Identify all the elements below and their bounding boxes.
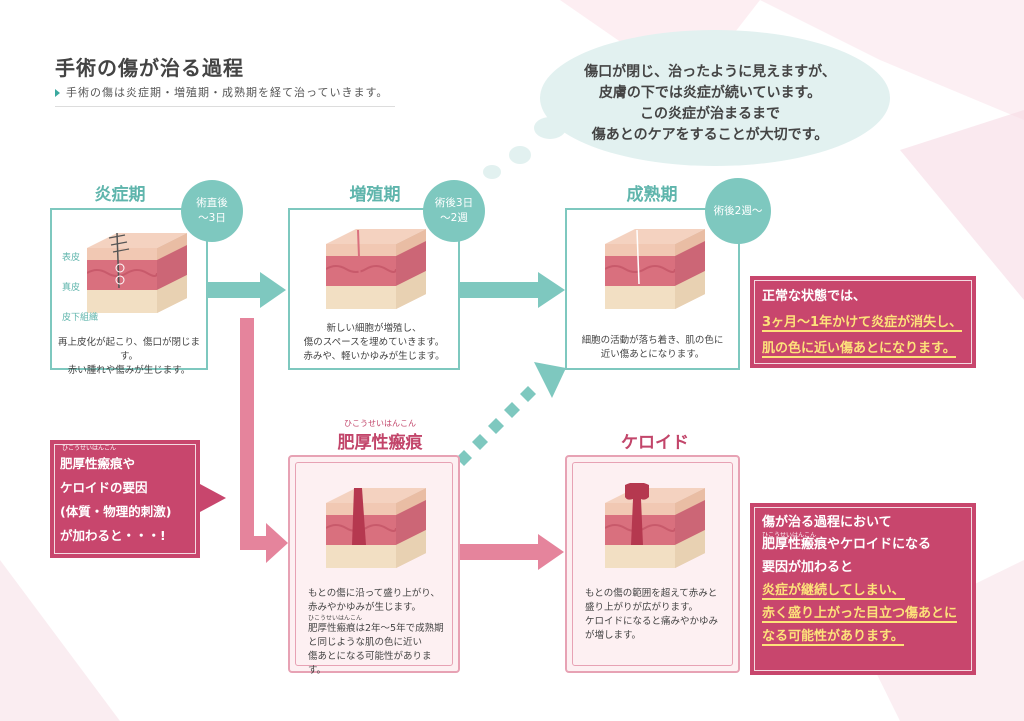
abnormal-callout: 傷が治る過程において ひこうせいはんこん 肥厚性瘢痕やケロイドになる 要因が加わ… xyxy=(750,503,976,675)
description-line: 再上皮化が起こり、傷口が閉じます。 xyxy=(57,337,201,362)
callout-ruby: ひこうせいはんこん xyxy=(762,532,817,539)
subtitle-text: 手術の傷は炎症期・増殖期・成熟期を経て治っていきます。 xyxy=(66,86,389,99)
badge-line: 術後2週〜 xyxy=(713,204,763,217)
description-line: 傷のスペースを埋めていきます。 xyxy=(303,337,445,348)
thought-bubble-shape xyxy=(483,30,890,179)
page-subtitle: 手術の傷は炎症期・増殖期・成熟期を経て治っていきます。 xyxy=(55,84,395,107)
highlight-text: 肌の色に近い傷あとになります。 xyxy=(762,341,956,358)
callout-line: (体質・物理的刺激) xyxy=(60,504,172,519)
description-line: もとの傷の範囲を超えて赤みと xyxy=(585,588,718,599)
stage-title-keloid: ケロイド xyxy=(621,433,689,453)
stage-description: 再上皮化が起こり、傷口が閉じます。 赤い腫れや傷みが生じます。 xyxy=(52,336,206,378)
bubble-line: 傷口が閉じ、治ったように見えますが、 xyxy=(584,64,836,80)
badge-line: 〜3日 xyxy=(198,212,226,224)
stage-title-maturation: 成熟期 xyxy=(626,185,678,205)
badge-line: 術後3日 xyxy=(434,197,474,209)
description-line: ケロイドになると痛みやかゆみ xyxy=(585,616,719,627)
description-line: 肥厚性瘢痕は2年〜5年で成熟期 xyxy=(308,623,444,634)
stage-box-maturation: 細胞の活動が落ち着き、肌の色に 近い傷あとになります。 xyxy=(565,208,740,370)
description-line: が増します。 xyxy=(585,630,642,641)
skin-illustration-matured xyxy=(605,224,705,314)
cause-callout: ひこうせいはんこん 肥厚性瘢痕や ケロイドの要因 (体質・物理的刺激) が加わる… xyxy=(50,440,200,558)
stage-box-keloid: もとの傷の範囲を超えて赤みと 盛り上がりが広がります。 ケロイドになると痛みやか… xyxy=(565,455,740,673)
skin-illustration-keloid xyxy=(605,483,705,573)
thought-bubble-text: 傷口が閉じ、治ったように見えますが、 皮膚の下では炎症が続いています。 この炎症… xyxy=(560,62,860,146)
highlight-text: なる可能性があります。 xyxy=(762,629,904,646)
highlight-text: 3ヶ月〜1年かけて炎症が消失し、 xyxy=(762,315,963,332)
bubble-line: この炎症が治まるまで xyxy=(640,106,780,122)
callout-line: 肥厚性瘢痕や xyxy=(60,456,136,471)
callout-inner-border xyxy=(754,280,972,364)
normal-callout: 正常な状態では、 3ヶ月〜1年かけて炎症が消失し、 肌の色に近い傷あとになります… xyxy=(750,276,976,368)
stage-description: もとの傷に沿って盛り上がり、 赤みやかゆみが生じます。 ひこうせいはんこん 肥厚… xyxy=(308,587,448,678)
stage-description: 新しい細胞が増殖し、 傷のスペースを埋めていきます。 赤みや、軽いかゆみが生じま… xyxy=(290,322,458,364)
stage-box-hypertrophic: もとの傷に沿って盛り上がり、 赤みやかゆみが生じます。 ひこうせいはんこん 肥厚… xyxy=(288,455,460,676)
description-ruby: ひこうせいはんこん xyxy=(308,615,363,622)
bubble-line: 傷あとのケアをすることが大切です。 xyxy=(591,127,829,143)
callout-line: 要因が加わると xyxy=(762,560,854,575)
callout-line: 正常な状態では、 xyxy=(762,289,867,304)
arrow-dashed-recovery xyxy=(456,362,566,466)
stage-title-hypertrophic: 肥厚性瘢痕 xyxy=(337,433,423,453)
description-line: もとの傷に沿って盛り上がり、 xyxy=(308,588,440,599)
description-line: 傷あとになる可能性があります。 xyxy=(308,651,432,676)
layer-label-dermis: 真皮 xyxy=(62,283,81,293)
arrow-pink-branch xyxy=(240,318,288,563)
callout-line: 肥厚性瘢痕やケロイドになる xyxy=(762,537,932,552)
badge-maturation-timing: 術後2週〜 xyxy=(705,178,771,244)
description-line: 赤みやかゆみが生じます。 xyxy=(308,602,422,613)
description-line: 盛り上がりが広がります。 xyxy=(585,602,699,613)
description-line: 細胞の活動が落ち着き、肌の色に xyxy=(581,335,724,346)
callout-line: ケロイドの要因 xyxy=(60,480,148,495)
cause-callout-pointer xyxy=(200,484,226,512)
bubble-line: 皮膚の下では炎症が続いています。 xyxy=(598,85,822,101)
callout-line: 傷が治る過程において xyxy=(762,515,892,530)
stage-ruby-hypertrophic: ひこうせいはんこん xyxy=(344,419,416,428)
highlight-text: 赤く盛り上がった目立つ傷あとに xyxy=(762,606,958,623)
stage-box-inflammatory: 表皮 真皮 皮下組織 再上皮化が起こり、傷口が閉じます。 赤い腫れや傷みが生じま… xyxy=(50,208,208,376)
stage-box-proliferative: 新しい細胞が増殖し、 傷のスペースを埋めていきます。 赤みや、軽いかゆみが生じま… xyxy=(288,208,460,370)
highlight-text: 炎症が継続してしまい、 xyxy=(762,583,905,600)
stage-description: もとの傷の範囲を超えて赤みと 盛り上がりが広がります。 ケロイドになると痛みやか… xyxy=(585,587,730,643)
arrow-teal-2 xyxy=(460,272,565,308)
layer-label-subcutaneous: 皮下組織 xyxy=(62,313,99,323)
triangle-bullet-icon xyxy=(55,89,60,97)
arrow-pink-2 xyxy=(458,534,564,570)
stage-title-proliferative: 増殖期 xyxy=(349,185,401,205)
callout-inner-border xyxy=(754,507,972,671)
stage-title-inflammatory: 炎症期 xyxy=(94,185,146,205)
description-line: と同じような肌の色に近い xyxy=(308,637,423,648)
description-line: 赤い腫れや傷みが生じます。 xyxy=(67,365,191,376)
page-title: 手術の傷が治る過程 xyxy=(55,56,244,80)
callout-inner-border xyxy=(54,444,196,554)
arrow-teal-1 xyxy=(208,272,286,308)
skin-illustration-hypertrophic-scar xyxy=(326,483,426,573)
badge-line: 〜2週 xyxy=(440,212,468,224)
badge-proliferative-timing: 術後3日〜2週 xyxy=(423,180,485,242)
badge-inflammatory-timing: 術直後〜3日 xyxy=(181,180,243,242)
description-line: 赤みや、軽いかゆみが生じます。 xyxy=(303,351,445,362)
layer-label-epidermis: 表皮 xyxy=(62,253,81,263)
badge-line: 術直後 xyxy=(196,197,228,209)
description-line: 新しい細胞が増殖し、 xyxy=(326,323,422,334)
description-line: 近い傷あとになります。 xyxy=(600,349,705,360)
callout-ruby: ひこうせいはんこん xyxy=(62,445,117,452)
callout-line: が加わると・・・! xyxy=(60,528,166,543)
stage-description: 細胞の活動が落ち着き、肌の色に 近い傷あとになります。 xyxy=(567,334,738,362)
skin-illustration-healing xyxy=(326,224,426,314)
skin-illustration-sutured xyxy=(87,228,187,318)
